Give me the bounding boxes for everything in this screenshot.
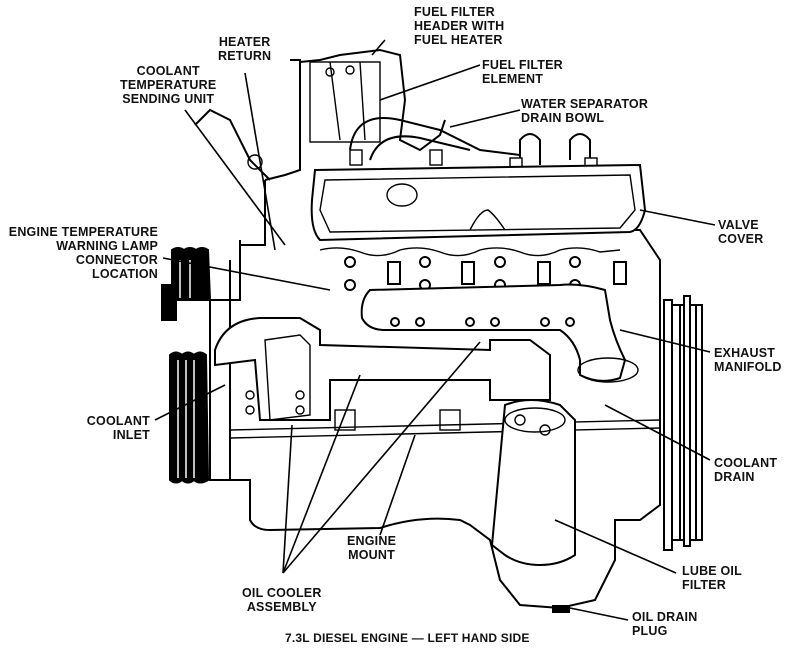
label-line: FUEL HEATER bbox=[414, 33, 503, 47]
label-engine-temperature-warning-lamp: ENGINE TEMPERATURE WARNING LAMP CONNECTO… bbox=[8, 225, 158, 281]
label-fuel-filter-element: FUEL FILTER ELEMENT bbox=[482, 58, 563, 86]
label-exhaust-manifold: EXHAUST MANIFOLD bbox=[714, 346, 782, 374]
label-line: ENGINE bbox=[347, 534, 397, 548]
label-line: CONNECTOR bbox=[75, 253, 158, 267]
label-coolant-temperature-sending-unit: COOLANT TEMPERATURE SENDING UNIT bbox=[120, 64, 216, 106]
label-line: COOLANT bbox=[86, 414, 150, 428]
label-fuel-filter-header: FUEL FILTER HEADER WITH FUEL HEATER bbox=[414, 5, 504, 47]
label-line: OIL DRAIN bbox=[632, 610, 698, 624]
label-valve-cover: VALVE COVER bbox=[718, 218, 763, 246]
label-line: FUEL FILTER bbox=[482, 58, 563, 72]
label-line: OIL COOLER bbox=[242, 586, 322, 600]
label-water-separator-drain-bowl: WATER SEPARATOR DRAIN BOWL bbox=[521, 97, 648, 125]
front-pulleys bbox=[161, 247, 212, 484]
label-line: HEADER WITH bbox=[414, 19, 505, 33]
label-line: DRAIN bbox=[714, 470, 755, 484]
label-engine-mount: ENGINE MOUNT bbox=[347, 534, 396, 562]
rear-pulley bbox=[663, 295, 703, 551]
label-heater-return: HEATER RETURN bbox=[218, 35, 271, 63]
label-line: COOLANT bbox=[136, 64, 200, 78]
label-line: ENGINE TEMPERATURE bbox=[8, 225, 158, 239]
label-line: HEATER bbox=[218, 35, 271, 49]
leader-lines bbox=[154, 39, 716, 621]
label-line: MOUNT bbox=[348, 548, 395, 562]
label-line: LOCATION bbox=[92, 267, 158, 281]
figure-caption: 7.3L DIESEL ENGINE — LEFT HAND SIDE bbox=[285, 631, 530, 645]
label-oil-drain-plug: OIL DRAIN PLUG bbox=[632, 610, 697, 638]
label-line: MANIFOLD bbox=[714, 360, 782, 374]
label-line: FUEL FILTER bbox=[414, 5, 495, 19]
label-line: VALVE bbox=[718, 218, 759, 232]
label-line: ELEMENT bbox=[482, 72, 544, 86]
label-line: COVER bbox=[718, 232, 764, 246]
label-line: INLET bbox=[112, 428, 150, 442]
label-coolant-drain: COOLANT DRAIN bbox=[714, 456, 777, 484]
label-line: SENDING UNIT bbox=[122, 92, 215, 106]
label-lube-oil-filter: LUBE OIL FILTER bbox=[682, 564, 742, 592]
label-line: EXHAUST bbox=[714, 346, 776, 360]
label-coolant-inlet: COOLANT INLET bbox=[60, 414, 150, 442]
label-line: FILTER bbox=[682, 578, 727, 592]
label-oil-cooler-assembly: OIL COOLER ASSEMBLY bbox=[242, 586, 322, 614]
label-line: RETURN bbox=[218, 49, 272, 63]
label-line: ASSEMBLY bbox=[246, 600, 317, 614]
engine-block bbox=[194, 48, 661, 613]
label-line: COOLANT bbox=[714, 456, 778, 470]
label-line: WARNING LAMP bbox=[56, 239, 158, 253]
label-line: TEMPERATURE bbox=[120, 78, 217, 92]
label-line: WATER SEPARATOR bbox=[521, 97, 649, 111]
label-line: PLUG bbox=[632, 624, 668, 638]
label-line: DRAIN BOWL bbox=[521, 111, 605, 125]
label-line: LUBE OIL bbox=[682, 564, 742, 578]
